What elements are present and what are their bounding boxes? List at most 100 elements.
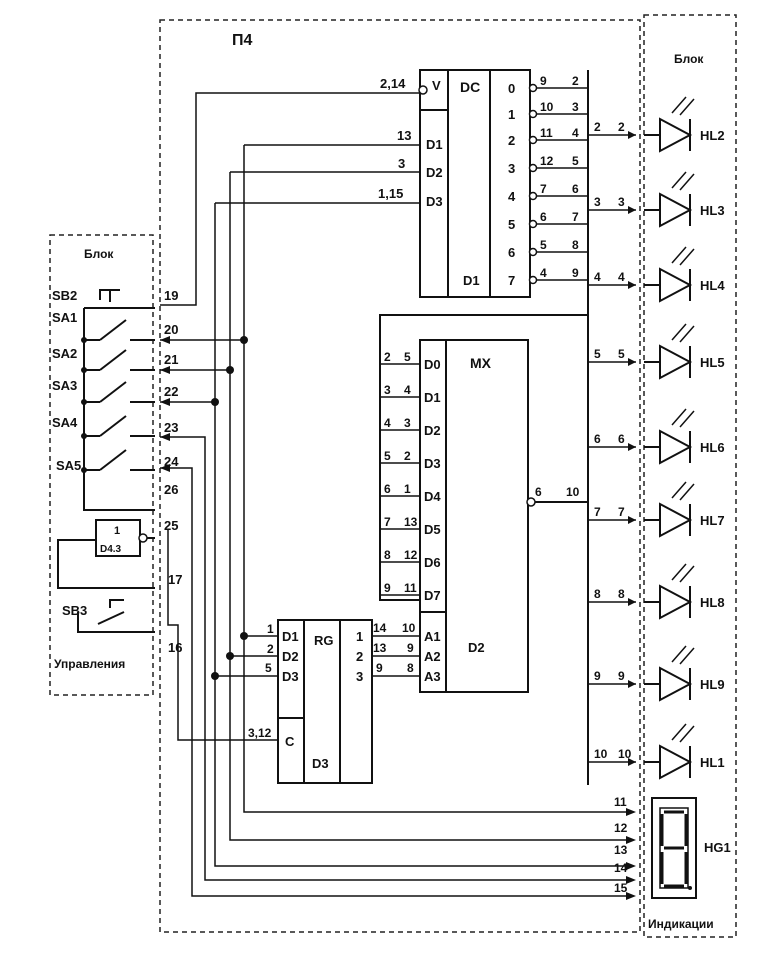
mx-input-pin-b: 2 [404,449,411,463]
connector-number: 20 [164,322,178,337]
connector-number: 25 [164,518,178,533]
emission-arrow [671,408,687,426]
dc-output-label: 4 [508,189,516,204]
dc-output-pin: 7 [540,182,547,196]
switch-contact [99,381,127,403]
led-icon [659,502,693,538]
switch-label: SA4 [52,415,78,430]
rg-output-pin: 9 [376,661,383,675]
emission-arrow [679,248,695,266]
mx-input-label: D5 [424,522,441,537]
led-icon [659,267,693,303]
arrow-icon [628,281,636,289]
seven-segment-display [651,797,697,899]
mx-address-pin: 10 [402,621,416,635]
emission-arrow [679,173,695,191]
mx-output-line: 10 [566,485,580,499]
emission-arrow [671,723,687,741]
inversion-circle [528,109,538,119]
arrow-icon [628,598,636,606]
led-label: HL1 [700,755,725,770]
arrow-icon [628,131,636,139]
arrow-icon [628,680,636,688]
mx-title: MX [470,355,492,371]
inversion-circle [528,219,538,229]
mx-input-pin-b: 5 [404,350,411,364]
mx-input-label: D3 [424,456,441,471]
rg-input-pin: 1 [267,622,274,636]
emission-arrow [679,725,695,743]
connector-number: 16 [168,640,182,655]
dc-output-line: 5 [572,154,579,168]
mx-input-pin-b: 11 [404,581,417,595]
emission-arrow [671,563,687,581]
led-icon [659,117,693,153]
arrow-icon [628,443,636,451]
emission-arrow [671,96,687,114]
led-label: HL3 [700,203,725,218]
indication-block-subtitle: Индикации [648,917,714,931]
emission-arrow [671,246,687,264]
led-line-b: 8 [618,587,625,601]
control-block-title: Блок [84,247,114,261]
emission-arrow [679,325,695,343]
rg-output-num: 1 [356,629,363,644]
mx-address-label: A3 [424,669,441,684]
indication-block-outline [643,14,737,938]
connector-number: 22 [164,384,178,399]
indication-block-title: Блок [674,52,704,66]
mx-input-pin-a: 9 [384,581,391,595]
led-icon [659,429,693,465]
control-block-subtitle: Управления [54,657,125,671]
gate-number: 1 [114,525,120,537]
main-board-title: П4 [232,32,253,49]
led-line-a: 2 [594,120,601,134]
connector-number: 26 [164,482,178,497]
dc-enable-pin: 2,14 [380,76,406,91]
inversion-circle [528,135,538,145]
switch-label: SB2 [52,288,77,303]
arrow-icon [626,808,636,816]
arrow-icon [626,892,636,900]
emission-arrow [679,483,695,501]
emission-arrow [671,171,687,189]
led-line-a: 9 [594,669,601,683]
mx-input-pin-b: 13 [404,515,418,529]
switch-label: SA2 [52,346,77,361]
mx-address-label: A2 [424,649,441,664]
emission-arrow [679,410,695,428]
mx-input-label: D6 [424,555,441,570]
control-block-outline [49,234,154,696]
switch-contact [99,415,127,437]
mx-output-pin: 6 [535,485,542,499]
dc-output-line: 8 [572,238,579,252]
gate-name: D4.3 [100,544,122,555]
dc-output-line: 2 [572,74,579,88]
led-line-b: 2 [618,120,625,134]
mx-input-label: D0 [424,357,441,372]
rg-output-num: 3 [356,669,363,684]
dc-output-pin: 10 [540,100,554,114]
led-line-a: 5 [594,347,601,361]
connector-number: 21 [164,352,178,367]
dc-output-label: 6 [508,245,515,260]
led-label: HL6 [700,440,725,455]
arrow-icon [628,358,636,366]
dc-output-line: 4 [572,126,579,140]
arrow-icon [626,876,636,884]
main-board-outline [159,19,641,933]
led-line-b: 10 [618,747,632,761]
led-line-a: 7 [594,505,601,519]
led-icon [659,666,693,702]
led-line-b: 5 [618,347,625,361]
dc-output-pin: 5 [540,238,547,252]
mx-input-pin-a: 7 [384,515,391,529]
emission-arrow [679,98,695,116]
led-icon [659,192,693,228]
rg-output-num: 2 [356,649,363,664]
mx-address-pin: 9 [407,641,414,655]
